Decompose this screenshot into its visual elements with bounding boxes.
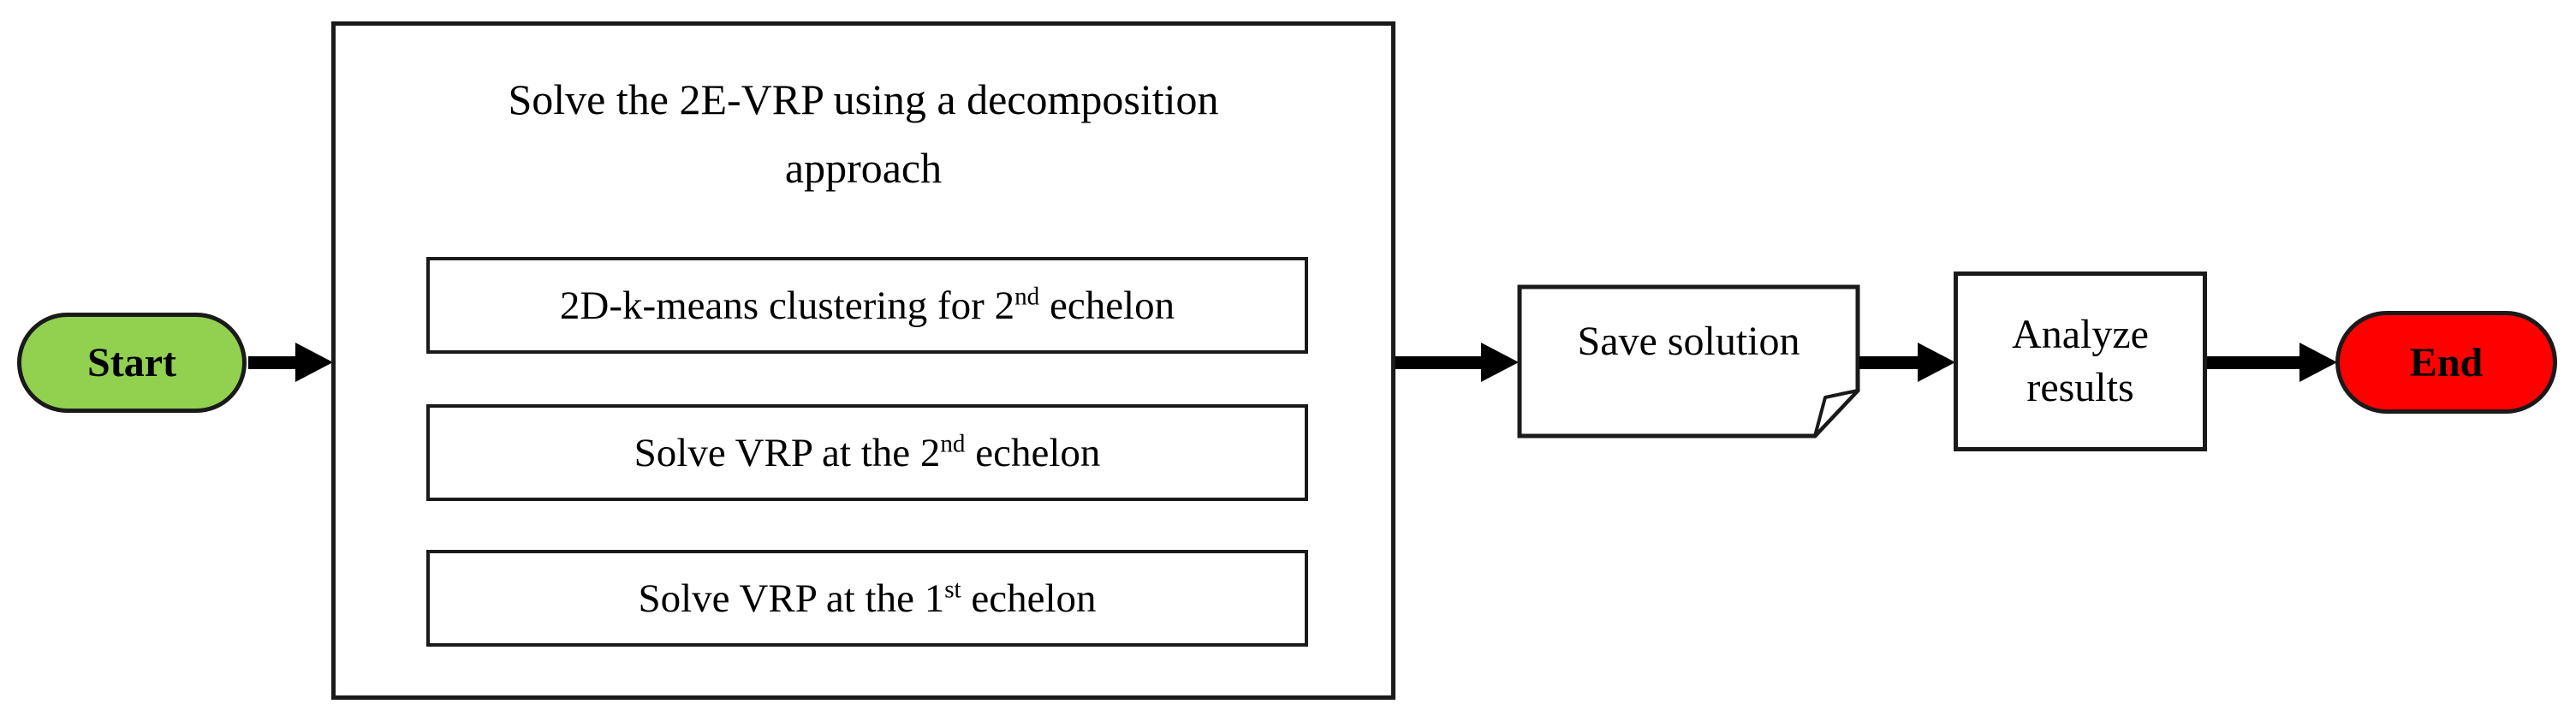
- step-label-pre: 2D-k-means clustering for 2: [559, 283, 1015, 328]
- arrow-shaft: [248, 355, 297, 369]
- step-label: Solve VRP at the 1st echelon: [638, 576, 1096, 622]
- document-shape: [1517, 284, 1860, 439]
- arrow-analyze-to-end: [2207, 343, 2337, 382]
- step-label-pre: Solve VRP at the 2: [634, 430, 941, 475]
- step-solve-vrp-2nd-echelon: Solve VRP at the 2nd echelon: [426, 404, 1308, 501]
- step-kmeans-clustering: 2D-k-means clustering for 2nd echelon: [426, 257, 1308, 354]
- save-solution-label: Save solution: [1577, 318, 1800, 364]
- start-label: Start: [87, 340, 176, 385]
- step-label-superscript: nd: [940, 429, 966, 457]
- decomposition-title-line1: Solve the 2E-VRP using a decomposition: [508, 75, 1219, 123]
- step-label-superscript: nd: [1014, 282, 1040, 310]
- step-label: 2D-k-means clustering for 2nd echelon: [560, 283, 1175, 329]
- arrowhead-icon: [1918, 343, 1955, 382]
- step-label: Solve VRP at the 2nd echelon: [634, 430, 1101, 476]
- save-solution-node: Save solution: [1517, 284, 1860, 439]
- step-label-pre: Solve VRP at the 1: [638, 576, 945, 621]
- arrowhead-icon: [1481, 343, 1519, 382]
- step-label-post: echelon: [961, 576, 1097, 621]
- analyze-results-node: Analyze results: [1954, 271, 2207, 451]
- analyze-results-line2: results: [2026, 365, 2134, 410]
- step-label-post: echelon: [965, 430, 1101, 475]
- arrow-save-to-analyze: [1859, 343, 1955, 382]
- arrowhead-icon: [295, 343, 333, 382]
- step-label-superscript: st: [944, 575, 961, 603]
- end-label: End: [2409, 339, 2484, 385]
- decomposition-title-line2: approach: [784, 144, 943, 192]
- step-solve-vrp-1st-echelon: Solve VRP at the 1st echelon: [426, 550, 1308, 647]
- start-node: Start: [17, 313, 247, 413]
- end-node: End: [2335, 311, 2557, 414]
- decomposition-title: Solve the 2E-VRP using a decomposition a…: [336, 65, 1391, 202]
- arrow-shaft: [1395, 355, 1483, 369]
- step-label-post: echelon: [1039, 283, 1175, 328]
- folded-corner-icon: [1813, 389, 1859, 438]
- arrow-start-to-decomposition: [248, 343, 333, 382]
- arrow-shaft: [2207, 355, 2301, 369]
- arrow-shaft: [1859, 355, 1919, 369]
- analyze-results-line1: Analyze: [2012, 312, 2149, 357]
- arrowhead-icon: [2299, 343, 2337, 382]
- arrow-decomposition-to-save: [1395, 343, 1519, 382]
